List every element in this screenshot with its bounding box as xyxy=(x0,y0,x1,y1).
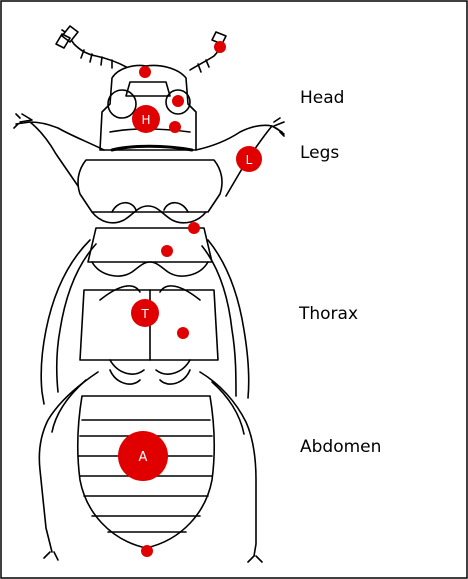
red-dot xyxy=(161,245,173,257)
marker-abdomen: A xyxy=(118,431,168,481)
marker-legs-letter: L xyxy=(246,153,253,167)
label-abdomen: Abdomen xyxy=(300,437,381,457)
marker-head-letter: H xyxy=(141,113,150,127)
label-thorax: Thorax xyxy=(299,304,358,324)
marker-legs: L xyxy=(236,146,262,172)
marker-head: H xyxy=(132,105,160,133)
label-legs: Legs xyxy=(300,143,339,163)
red-dot xyxy=(141,545,153,557)
marker-thorax: T xyxy=(131,299,159,327)
red-dot xyxy=(188,222,200,234)
marker-abdomen-letter: A xyxy=(139,450,148,465)
prothorax xyxy=(78,160,222,212)
marker-thorax-letter: T xyxy=(140,307,149,321)
red-dot xyxy=(172,95,184,107)
red-dot xyxy=(139,66,151,78)
label-head: Head xyxy=(300,88,344,108)
red-dot xyxy=(214,41,226,53)
red-dot xyxy=(177,327,189,339)
red-dot xyxy=(169,121,181,133)
